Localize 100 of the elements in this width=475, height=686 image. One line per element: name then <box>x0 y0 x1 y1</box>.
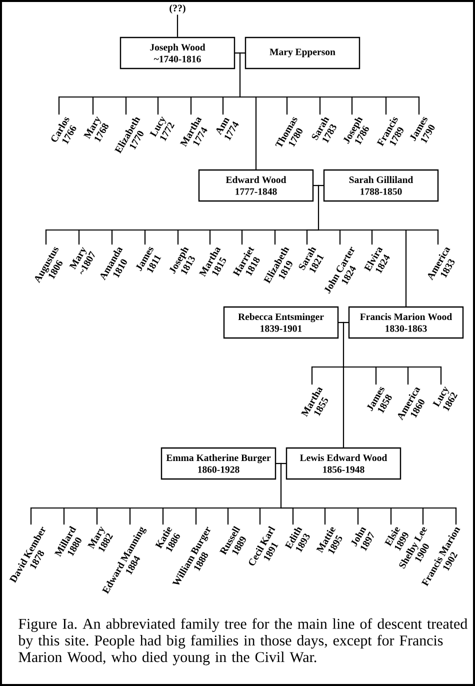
connector-line <box>422 507 424 525</box>
connector-line <box>455 507 457 525</box>
connector-line <box>227 507 261 509</box>
connector-line <box>96 507 131 509</box>
person-box: Rebecca Entsminger 1839-1901 <box>223 306 339 339</box>
connector-line <box>318 184 324 186</box>
connector-line <box>92 96 127 98</box>
connector-line <box>351 96 353 115</box>
connector-line <box>45 229 47 245</box>
connector-line <box>241 229 243 245</box>
connector-line <box>405 229 439 231</box>
person-box: Mary Epperson <box>244 36 360 70</box>
connector-line <box>407 366 409 385</box>
connector-line <box>111 229 113 245</box>
connector-line <box>157 96 159 115</box>
connector-line <box>306 229 308 245</box>
connector-line <box>129 507 131 525</box>
connector-line <box>371 229 373 245</box>
connector-line <box>239 52 241 98</box>
connector-line <box>259 507 261 525</box>
connector-line <box>96 507 98 525</box>
connector-line <box>30 507 32 525</box>
connector-line <box>63 507 98 509</box>
connector-line <box>78 229 80 245</box>
connector-line <box>375 366 409 368</box>
connector-line <box>222 96 224 115</box>
connector-line <box>286 96 288 115</box>
connector-line <box>313 184 320 186</box>
connector-line <box>286 96 321 98</box>
connector-line <box>177 229 179 245</box>
connector-line <box>324 507 326 525</box>
connector-line <box>45 229 80 231</box>
person-box: Lewis Edward Wood 1856-1948 <box>286 447 402 480</box>
connector-line <box>319 96 353 98</box>
connector-line <box>437 229 439 245</box>
connector-line <box>125 96 159 98</box>
connector-line <box>274 229 308 231</box>
connector-line <box>351 96 387 98</box>
connector-line <box>318 229 341 231</box>
connector-line <box>239 52 246 54</box>
connector-line <box>280 462 282 509</box>
person-box: Francis Marion Wood 1830-1863 <box>348 306 464 339</box>
connector-line <box>195 507 197 525</box>
person-box: Edward Wood 1777-1848 <box>198 169 314 202</box>
person-box: Emma Katherine Burger 1860-1928 <box>160 447 276 480</box>
connector-line <box>276 462 282 464</box>
connector-line <box>338 322 344 324</box>
connector-line <box>405 229 407 307</box>
connector-line <box>292 507 326 509</box>
connector-line <box>177 229 211 231</box>
connector-line <box>195 507 229 509</box>
connector-line <box>30 507 65 509</box>
text-label: (??) <box>170 4 186 14</box>
connector-line <box>78 229 113 231</box>
connector-line <box>418 96 420 115</box>
connector-line <box>129 507 164 509</box>
connector-line <box>375 366 377 385</box>
connector-line <box>58 96 94 98</box>
connector-line <box>209 229 211 245</box>
connector-line <box>440 366 442 385</box>
connector-line <box>311 366 344 368</box>
connector-line <box>280 462 286 464</box>
connector-line <box>357 507 359 525</box>
connector-line <box>357 507 392 509</box>
connector-line <box>324 507 359 509</box>
connector-line <box>255 96 288 98</box>
connector-line <box>162 507 164 525</box>
connector-line <box>390 507 424 509</box>
connector-line <box>111 229 146 231</box>
connector-line <box>311 366 313 385</box>
connector-line <box>190 96 224 98</box>
connector-line <box>125 96 127 115</box>
connector-line <box>176 14 178 37</box>
connector-line <box>222 96 241 98</box>
connector-line <box>371 229 407 231</box>
connector-line <box>234 52 241 54</box>
person-box: Joseph Wood ~1740-1816 <box>120 36 236 70</box>
connector-line <box>157 96 192 98</box>
connector-line <box>306 229 320 231</box>
connector-line <box>342 322 349 324</box>
connector-line <box>385 96 420 98</box>
connector-line <box>319 96 321 115</box>
person-box: Sarah Gilliland 1788-1850 <box>323 169 439 202</box>
connector-line <box>63 507 65 525</box>
connector-line <box>422 507 457 509</box>
connector-line <box>144 229 146 245</box>
connector-line <box>342 366 377 368</box>
connector-line <box>407 366 442 368</box>
connector-line <box>209 229 243 231</box>
connector-line <box>339 229 341 245</box>
connector-line <box>144 229 179 231</box>
connector-line <box>339 229 373 231</box>
connector-line <box>385 96 387 115</box>
connector-line <box>274 229 276 245</box>
connector-line <box>241 229 276 231</box>
connector-line <box>92 96 94 115</box>
connector-line <box>292 507 294 525</box>
connector-line <box>255 96 257 170</box>
connector-line <box>342 322 344 368</box>
connector-line <box>280 507 294 509</box>
